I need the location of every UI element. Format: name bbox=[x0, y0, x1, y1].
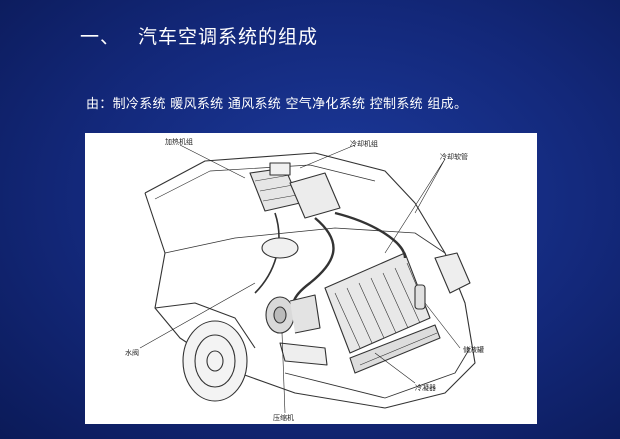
grille bbox=[349, 324, 441, 374]
condenser-shape bbox=[324, 252, 431, 354]
slide-title: 一、汽车空调系统的组成 bbox=[80, 22, 318, 49]
front-wheel bbox=[182, 320, 248, 402]
reservoir bbox=[261, 237, 299, 259]
label-heater-unit: 加热机组 bbox=[165, 138, 193, 146]
label-compressor: 压缩机 bbox=[273, 414, 294, 422]
evaporator-shape bbox=[289, 172, 341, 219]
compressor-shape bbox=[265, 294, 321, 334]
label-hoses: 冷却软管 bbox=[440, 153, 468, 161]
label-water-valve: 水阀 bbox=[125, 349, 139, 357]
title-text: 汽车空调系统的组成 bbox=[138, 26, 319, 48]
windshield-outline bbox=[144, 152, 416, 204]
car-body-outline bbox=[144, 192, 476, 409]
section-number: 一、 bbox=[80, 26, 121, 48]
car-illustration bbox=[139, 144, 476, 414]
label-condenser: 冷凝器 bbox=[415, 384, 436, 392]
receiver-shape bbox=[414, 284, 426, 310]
ac-system-diagram: 加热机组 冷却机组 冷却软管 水阀 储液罐 冷凝器 压缩机 bbox=[85, 133, 537, 424]
slide-subtitle: 由：制冷系统 暖风系统 通风系统 空气净化系统 控制系统 组成。 bbox=[86, 97, 468, 112]
label-receiver: 储液罐 bbox=[463, 346, 484, 354]
headlight bbox=[434, 252, 471, 294]
label-evaporator: 冷却机组 bbox=[350, 140, 378, 148]
hose-1 bbox=[334, 211, 407, 259]
